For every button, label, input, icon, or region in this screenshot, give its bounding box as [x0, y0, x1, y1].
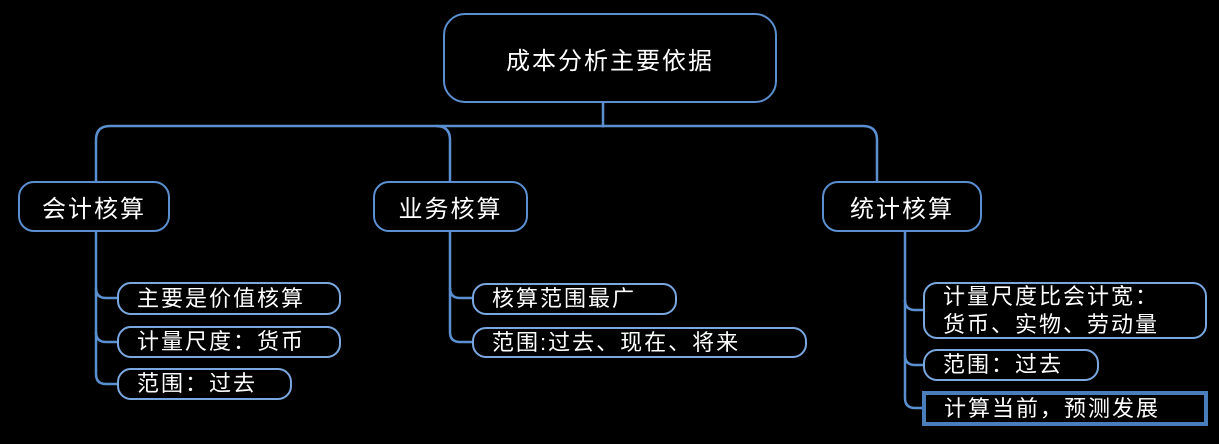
branch-statistical-accounting[interactable]: 统计核算	[822, 181, 982, 232]
connector-rail	[94, 124, 879, 181]
connector-middle-drop	[435, 124, 452, 181]
connector-right-elbow-2	[903, 354, 924, 367]
leaf-calc-current-predict-development[interactable]: 计算当前，预测发展	[922, 391, 1208, 426]
connector-right-spine	[903, 232, 923, 410]
leaf-wider-measure-scale[interactable]: 计量尺度比会计宽： 货币、实物、劳动量	[923, 282, 1207, 339]
leaf-measure-scale-currency[interactable]: 计量尺度：货币	[117, 326, 341, 358]
branch-accounting[interactable]: 会计核算	[18, 181, 170, 232]
leaf-scope-past[interactable]: 范围：过去	[117, 368, 292, 400]
connector-left-elbow-2	[94, 331, 118, 344]
leaf-scope-past-present-future[interactable]: 范围:过去、现在、将来	[472, 327, 807, 358]
leaf-mainly-value-accounting[interactable]: 主要是价值核算	[117, 282, 341, 315]
connector-left-spine	[94, 232, 118, 386]
leaf-widest-scope[interactable]: 核算范围最广	[472, 283, 677, 315]
connector-middle-elbow-1	[448, 287, 473, 300]
connector-left-elbow-1	[94, 287, 118, 300]
connector-right-elbow-1	[903, 299, 924, 312]
connector-middle-spine	[448, 232, 473, 344]
branch-business-accounting[interactable]: 业务核算	[373, 181, 528, 232]
root-node-cost-analysis-basis[interactable]: 成本分析主要依据	[443, 13, 777, 103]
leaf-stat-scope-past[interactable]: 范围：过去	[923, 349, 1099, 381]
